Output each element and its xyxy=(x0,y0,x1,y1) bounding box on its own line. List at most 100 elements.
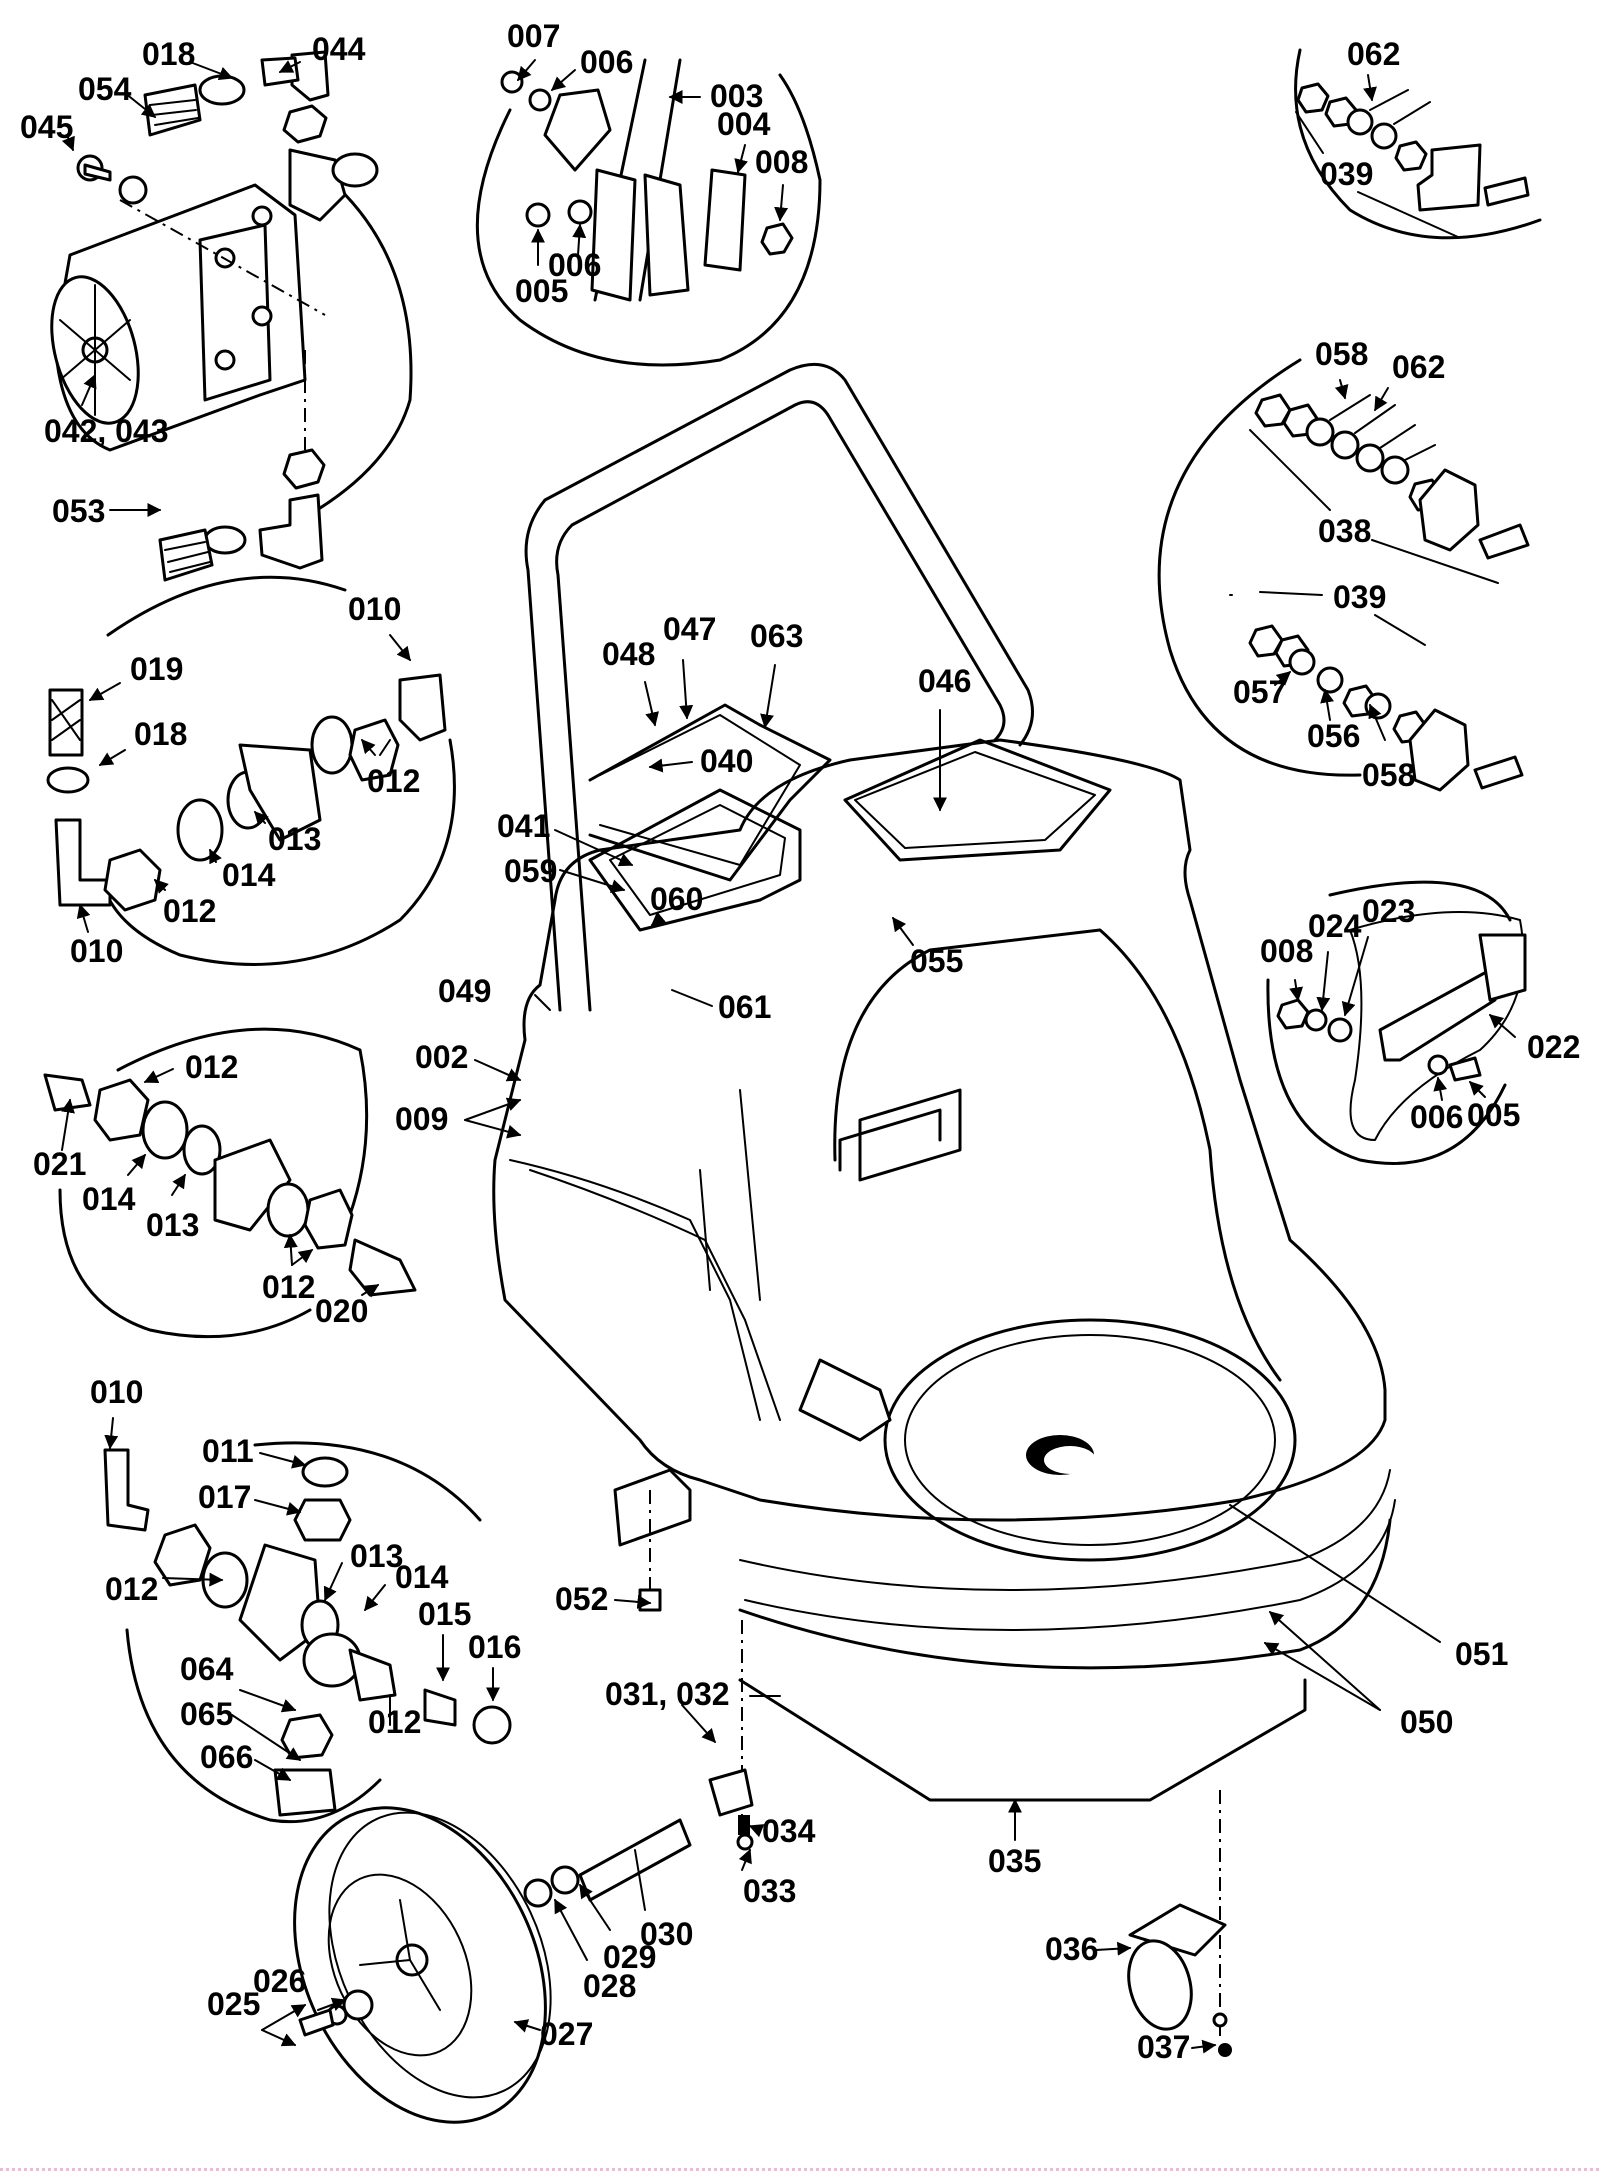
detail-circle-drain-valve xyxy=(103,1441,512,1824)
callout-026: 026 xyxy=(253,1963,306,1999)
callout-034: 034 xyxy=(762,1813,816,1849)
callout-035: 035 xyxy=(988,1843,1041,1879)
callout-023: 023 xyxy=(1362,893,1415,929)
callout-012: 012 xyxy=(367,763,420,799)
callout-015: 015 xyxy=(418,1596,471,1632)
callout-029: 029 xyxy=(603,1939,656,1975)
callout-046: 046 xyxy=(918,663,971,699)
callout-021: 021 xyxy=(33,1146,86,1182)
detail-circle-fitting-b xyxy=(43,1027,417,1339)
callout-057: 057 xyxy=(1233,674,1286,710)
callout-008: 008 xyxy=(1260,933,1313,969)
callout-036: 036 xyxy=(1045,1931,1098,1967)
callout-040: 040 xyxy=(700,743,753,779)
callout-037: 037 xyxy=(1137,2029,1190,2065)
callout-039: 039 xyxy=(1333,579,1386,615)
callout-056: 056 xyxy=(1307,718,1360,754)
callout-006: 006 xyxy=(548,247,601,283)
callout-041: 041 xyxy=(497,808,550,844)
callout-058: 058 xyxy=(1362,757,1415,793)
callout-017: 017 xyxy=(198,1479,251,1515)
callout-006: 006 xyxy=(580,44,633,80)
callout-010: 010 xyxy=(90,1374,143,1410)
callout-027: 027 xyxy=(540,2016,593,2052)
callout-labels: 018 044 054 045 042, 043 053 007 006 003… xyxy=(20,18,1580,2065)
callout-060: 060 xyxy=(650,881,703,917)
callout-048: 048 xyxy=(602,636,655,672)
callout-028: 028 xyxy=(583,1968,636,2004)
callout-053: 053 xyxy=(52,493,105,529)
callout-012: 012 xyxy=(185,1049,238,1085)
callout-031-032: 031, 032 xyxy=(605,1676,730,1712)
callout-012: 012 xyxy=(368,1704,421,1740)
callout-064: 064 xyxy=(180,1651,234,1687)
body-shell xyxy=(492,738,1387,1522)
callout-020: 020 xyxy=(315,1293,368,1329)
callout-010: 010 xyxy=(348,591,401,627)
detail-circle-handle-mount xyxy=(475,58,822,367)
callout-018: 018 xyxy=(134,716,187,752)
callout-009: 009 xyxy=(395,1101,448,1137)
machine-body xyxy=(492,362,1396,2040)
callout-061: 061 xyxy=(718,989,771,1025)
callout-016: 016 xyxy=(468,1629,521,1665)
detail-circle-fitting-a xyxy=(46,575,456,966)
callout-054: 054 xyxy=(78,71,132,107)
wheel-assembly xyxy=(293,1588,1232,2124)
callout-005: 005 xyxy=(1467,1097,1520,1133)
callout-047: 047 xyxy=(663,611,716,647)
callout-033: 033 xyxy=(743,1873,796,1909)
callout-065: 065 xyxy=(180,1696,233,1732)
callout-012: 012 xyxy=(105,1571,158,1607)
callout-058: 058 xyxy=(1315,336,1368,372)
detail-circle-terminal-top xyxy=(1294,48,1542,240)
detail-circle-pump xyxy=(50,50,413,582)
callout-062: 062 xyxy=(1347,36,1400,72)
detail-circle-bracket xyxy=(1266,880,1527,1165)
callout-010: 010 xyxy=(70,933,123,969)
callout-024: 024 xyxy=(1308,908,1362,944)
solution-tank-opening xyxy=(833,928,1282,1382)
callout-007: 007 xyxy=(507,18,560,54)
callout-030: 030 xyxy=(640,1916,693,1952)
callout-049: 049 xyxy=(438,973,491,1009)
callout-038: 038 xyxy=(1318,513,1371,549)
callout-003: 003 xyxy=(710,78,763,114)
base-plate xyxy=(738,1678,1307,1802)
callout-039: 039 xyxy=(1320,156,1373,192)
callout-052: 052 xyxy=(555,1581,608,1617)
callout-002: 002 xyxy=(415,1039,468,1075)
callout-063: 063 xyxy=(750,618,803,654)
callout-013: 013 xyxy=(146,1207,199,1243)
callout-062: 062 xyxy=(1392,349,1445,385)
callout-014: 014 xyxy=(395,1559,449,1595)
callout-012: 012 xyxy=(163,893,216,929)
callout-055: 055 xyxy=(910,943,963,979)
callout-018: 018 xyxy=(142,36,195,72)
top-cover-panel xyxy=(588,788,802,932)
callout-045: 045 xyxy=(20,109,73,145)
callout-011: 011 xyxy=(202,1433,254,1469)
callout-051: 051 xyxy=(1455,1636,1508,1672)
scan-artifact-band xyxy=(0,2168,1600,2171)
callout-006: 006 xyxy=(1410,1099,1463,1135)
callout-013: 013 xyxy=(350,1538,403,1574)
callout-004: 004 xyxy=(717,106,771,142)
callout-042-043: 042, 043 xyxy=(44,413,169,449)
callout-014: 014 xyxy=(222,857,276,893)
detail-circle-terminal-block xyxy=(1157,358,1530,792)
control-cover xyxy=(588,703,832,882)
callout-025: 025 xyxy=(207,1986,260,2022)
tank-rim xyxy=(883,1318,1297,1562)
callout-050: 050 xyxy=(1400,1704,1453,1740)
callout-044: 044 xyxy=(312,31,366,67)
callout-014: 014 xyxy=(82,1181,136,1217)
callout-013: 013 xyxy=(268,821,321,857)
callout-019: 019 xyxy=(130,651,183,687)
leader-lines xyxy=(61,59,1516,2054)
handle-tube xyxy=(524,362,1034,1012)
callout-059: 059 xyxy=(504,853,557,889)
callout-008: 008 xyxy=(755,144,808,180)
callout-022: 022 xyxy=(1527,1029,1580,1065)
